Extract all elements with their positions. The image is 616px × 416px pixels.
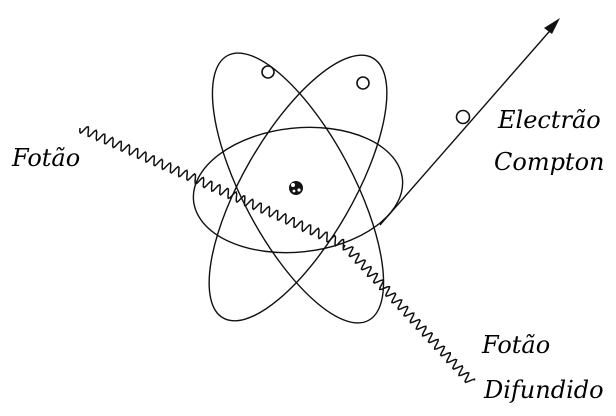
compton-electron-label-line2: Compton [494,148,604,176]
incident-photon-label: Fotão [11,144,80,172]
orbital-electron-left [261,65,275,79]
compton-electron-label-line1: Electrão [497,106,601,134]
scattered-photon-label-line2: Difundido [483,376,604,404]
orbit-tilted-left [208,54,388,322]
scattered-photon-wave [342,244,476,384]
orbital-electron-right [356,76,370,90]
compton-electron-trajectory [379,18,560,226]
nucleus [289,181,303,195]
arrowhead-icon [544,18,560,34]
atom [192,52,404,324]
compton-electron [455,109,471,125]
incident-photon-wave [78,126,345,249]
electron-path-line [379,24,556,226]
orbit-tilted-right [211,52,385,324]
scattered-photon-label-line1: Fotão [481,331,550,359]
orbit-horizontal [192,126,404,254]
